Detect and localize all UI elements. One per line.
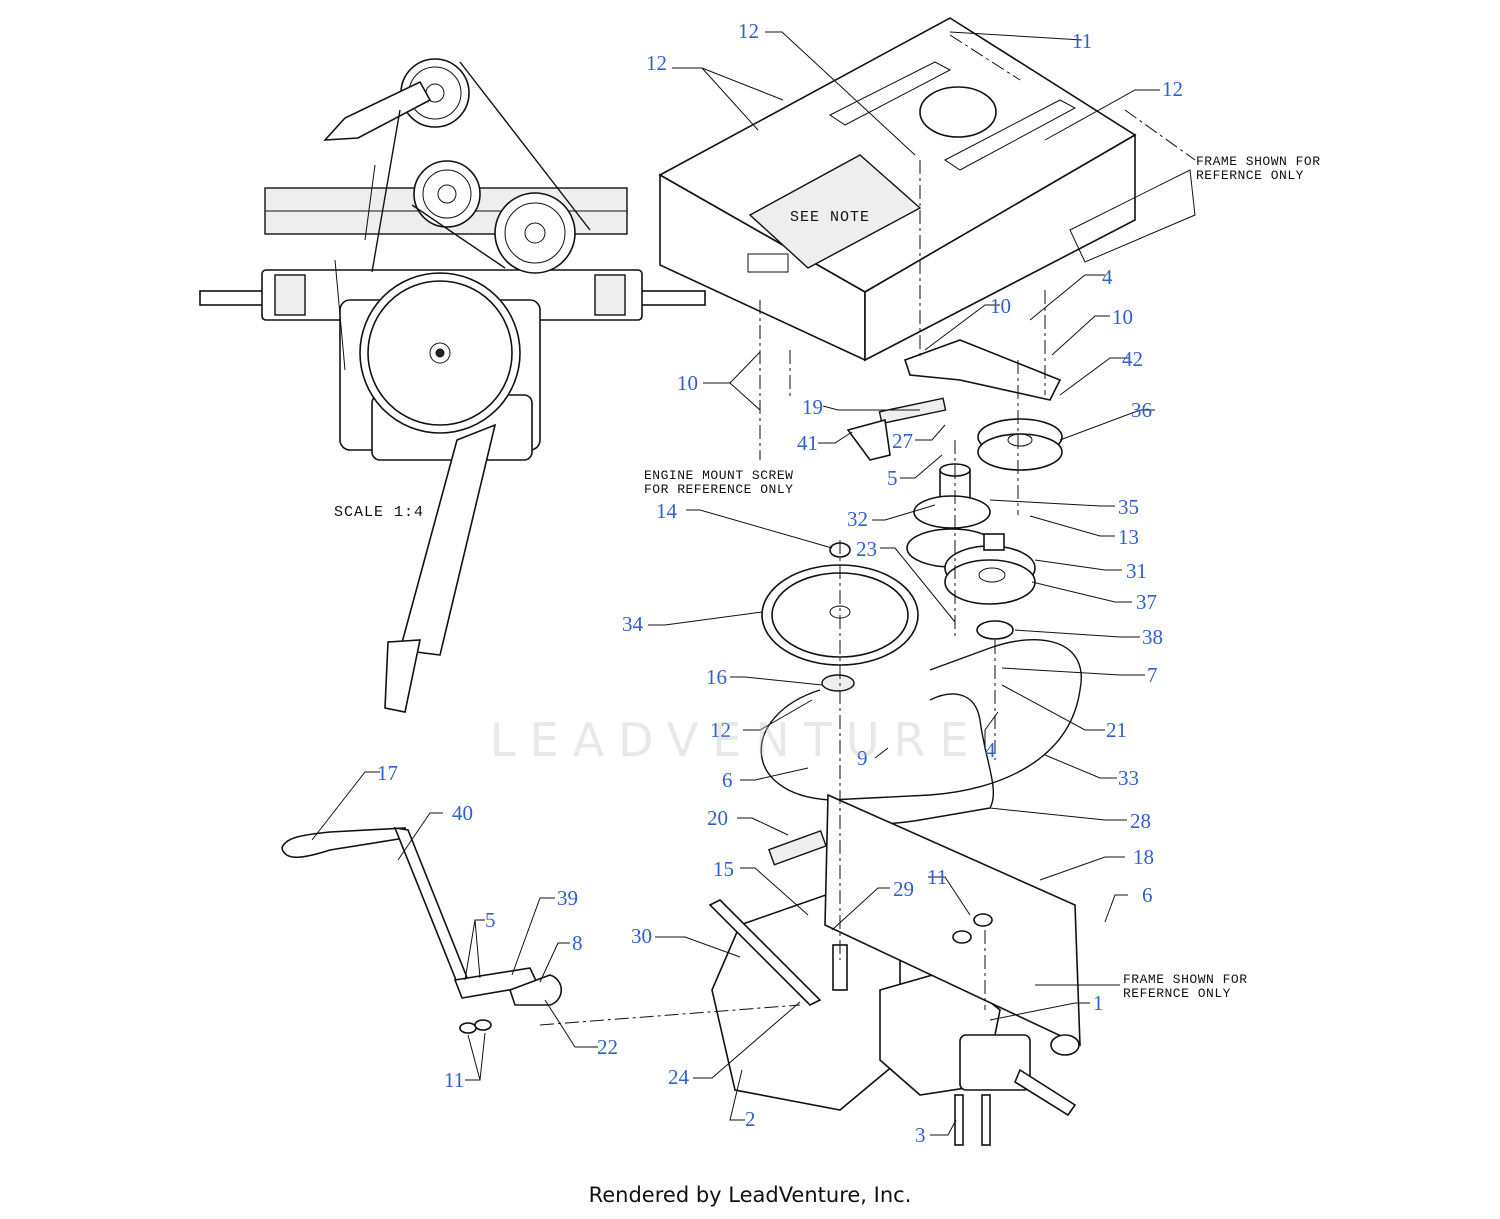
frame-reference [658, 17, 1196, 362]
callout-17: 17 [377, 761, 398, 785]
callout-13: 13 [1118, 525, 1139, 549]
callout-16: 16 [706, 665, 727, 689]
callout-5: 5 [887, 466, 898, 490]
scale-inset-drawing [199, 58, 706, 713]
callout-11: 11 [1072, 29, 1092, 53]
callout-32: 32 [847, 507, 868, 531]
callout-41: 41 [797, 431, 818, 455]
callout-39: 39 [557, 886, 578, 910]
leader-lines [311, 31, 1160, 1136]
note-see-note: SEE NOTE [790, 209, 870, 226]
callout-10: 10 [990, 294, 1011, 318]
footer-credit: Rendered by LeadVenture, Inc. [588, 1183, 912, 1207]
note-engine-1: ENGINE MOUNT SCREW [644, 468, 793, 483]
callout-23: 23 [856, 537, 877, 561]
callout-38: 38 [1142, 625, 1163, 649]
callout-19: 19 [802, 395, 823, 419]
note-engine-2: FOR REFERENCE ONLY [644, 482, 793, 497]
callout-3: 3 [915, 1123, 926, 1147]
callout-31: 31 [1126, 559, 1147, 583]
drawing-notes: FRAME SHOWN FOR REFERNCE ONLY SEE NOTE E… [334, 154, 1321, 1001]
callout-29: 29 [893, 877, 914, 901]
callout-14: 14 [656, 499, 678, 523]
callout-6: 6 [722, 768, 733, 792]
callout-27: 27 [892, 429, 913, 453]
callout-8: 8 [572, 931, 583, 955]
callout-12: 12 [738, 19, 759, 43]
note-frame-bottom-1: FRAME SHOWN FOR [1123, 972, 1248, 987]
callout-6: 6 [1142, 883, 1153, 907]
callout-22: 22 [597, 1035, 618, 1059]
callout-4: 4 [1102, 265, 1113, 289]
callout-20: 20 [707, 806, 728, 830]
callout-4: 4 [985, 738, 996, 762]
note-frame-bottom-2: REFERNCE ONLY [1123, 986, 1231, 1001]
callout-35: 35 [1118, 495, 1139, 519]
callout-33: 33 [1118, 766, 1139, 790]
callout-10: 10 [1112, 305, 1133, 329]
callout-9: 9 [857, 746, 868, 770]
callout-34: 34 [622, 612, 644, 636]
callout-42: 42 [1122, 347, 1143, 371]
lever-assembly [281, 826, 563, 1034]
callout-1: 1 [1093, 991, 1104, 1015]
callout-30: 30 [631, 924, 652, 948]
callout-12: 12 [646, 51, 667, 75]
note-frame-top-2: REFERNCE ONLY [1196, 168, 1304, 183]
callout-18: 18 [1133, 845, 1154, 869]
callout-12: 12 [710, 718, 731, 742]
callout-2: 2 [745, 1107, 756, 1131]
callout-11: 11 [927, 865, 947, 889]
callout-37: 37 [1136, 590, 1157, 614]
callout-7: 7 [1147, 663, 1158, 687]
callout-numbers: 12 11 12 12 4 10 10 42 10 19 36 41 27 5 … [377, 19, 1183, 1147]
center-lines [539, 34, 1196, 1026]
callout-21: 21 [1106, 718, 1127, 742]
callout-12: 12 [1162, 77, 1183, 101]
callout-24: 24 [668, 1065, 690, 1089]
note-scale: SCALE 1:4 [334, 504, 424, 521]
callout-15: 15 [713, 857, 734, 881]
transaxle [708, 793, 1081, 1146]
callout-10: 10 [677, 371, 698, 395]
callout-5: 5 [485, 908, 496, 932]
callout-36: 36 [1131, 398, 1152, 422]
callout-28: 28 [1130, 809, 1151, 833]
note-frame-top-1: FRAME SHOWN FOR [1196, 154, 1321, 169]
callout-11: 11 [444, 1068, 464, 1092]
callout-40: 40 [452, 801, 473, 825]
